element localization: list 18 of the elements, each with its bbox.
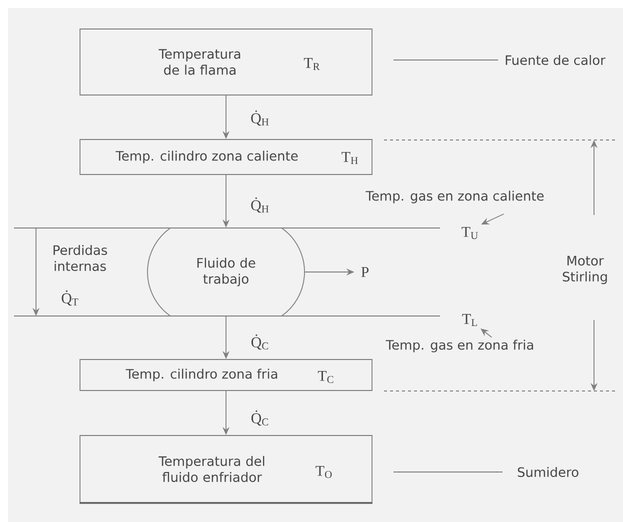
process-box: Temp. cilindro zona caliente T$_{H}$ (80, 139, 372, 175)
edge-label: Q̇$_{H}$ (251, 110, 269, 126)
symbol-label: Q̇$_{T}$ (62, 290, 78, 306)
text-label: Perdidas internas (54, 244, 108, 272)
text-label: Sumidero (518, 466, 578, 478)
symbol-label: P (361, 267, 369, 277)
text-label: Fuente de calor (506, 54, 606, 66)
process-box: Temp. cilindro zona fria T$_{C}$ (80, 359, 372, 391)
text-label: Motor Stirling (562, 256, 607, 284)
symbol-label: T$_{U}$ (462, 226, 478, 240)
process-box: Temperatura de la flama T$_{R}$ (80, 28, 372, 96)
edge-label: Q̇$_{H}$ (251, 197, 269, 213)
symbol-label: T$_{L}$ (462, 314, 477, 326)
text-label: Temp. gas en zona fria (386, 340, 534, 352)
edge-label: Q̇$_{C}$ (251, 410, 268, 426)
text-label: Temp. gas en zona caliente (366, 190, 544, 204)
edge-label: Q̇$_{C}$ (251, 334, 268, 350)
process-box: Temperatura del fluido enfriador T$_{O}$ (80, 435, 372, 504)
